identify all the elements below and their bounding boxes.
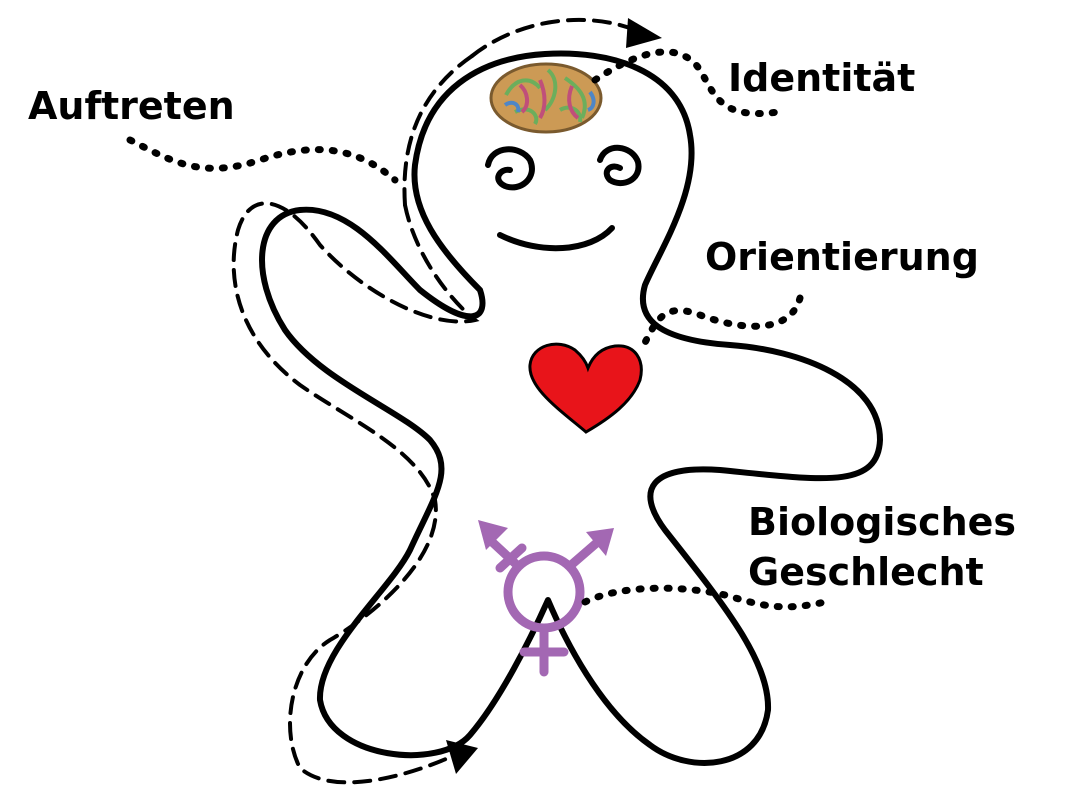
face (488, 148, 639, 248)
label-orientation: Orientierung (705, 235, 979, 279)
label-sex-line1: Biologisches (748, 500, 1016, 544)
label-appearance: Auftreten (28, 84, 235, 128)
arrow-head-top (626, 18, 662, 48)
heart-icon (530, 344, 641, 432)
smile (500, 228, 612, 248)
brain-icon (491, 64, 601, 132)
label-identity: Identität (728, 56, 915, 100)
connector-appearance (130, 140, 395, 180)
connector-lines (130, 52, 825, 607)
right-eye (600, 148, 639, 183)
left-eye (488, 149, 532, 187)
label-sex-line2: Geschlecht (748, 550, 984, 594)
